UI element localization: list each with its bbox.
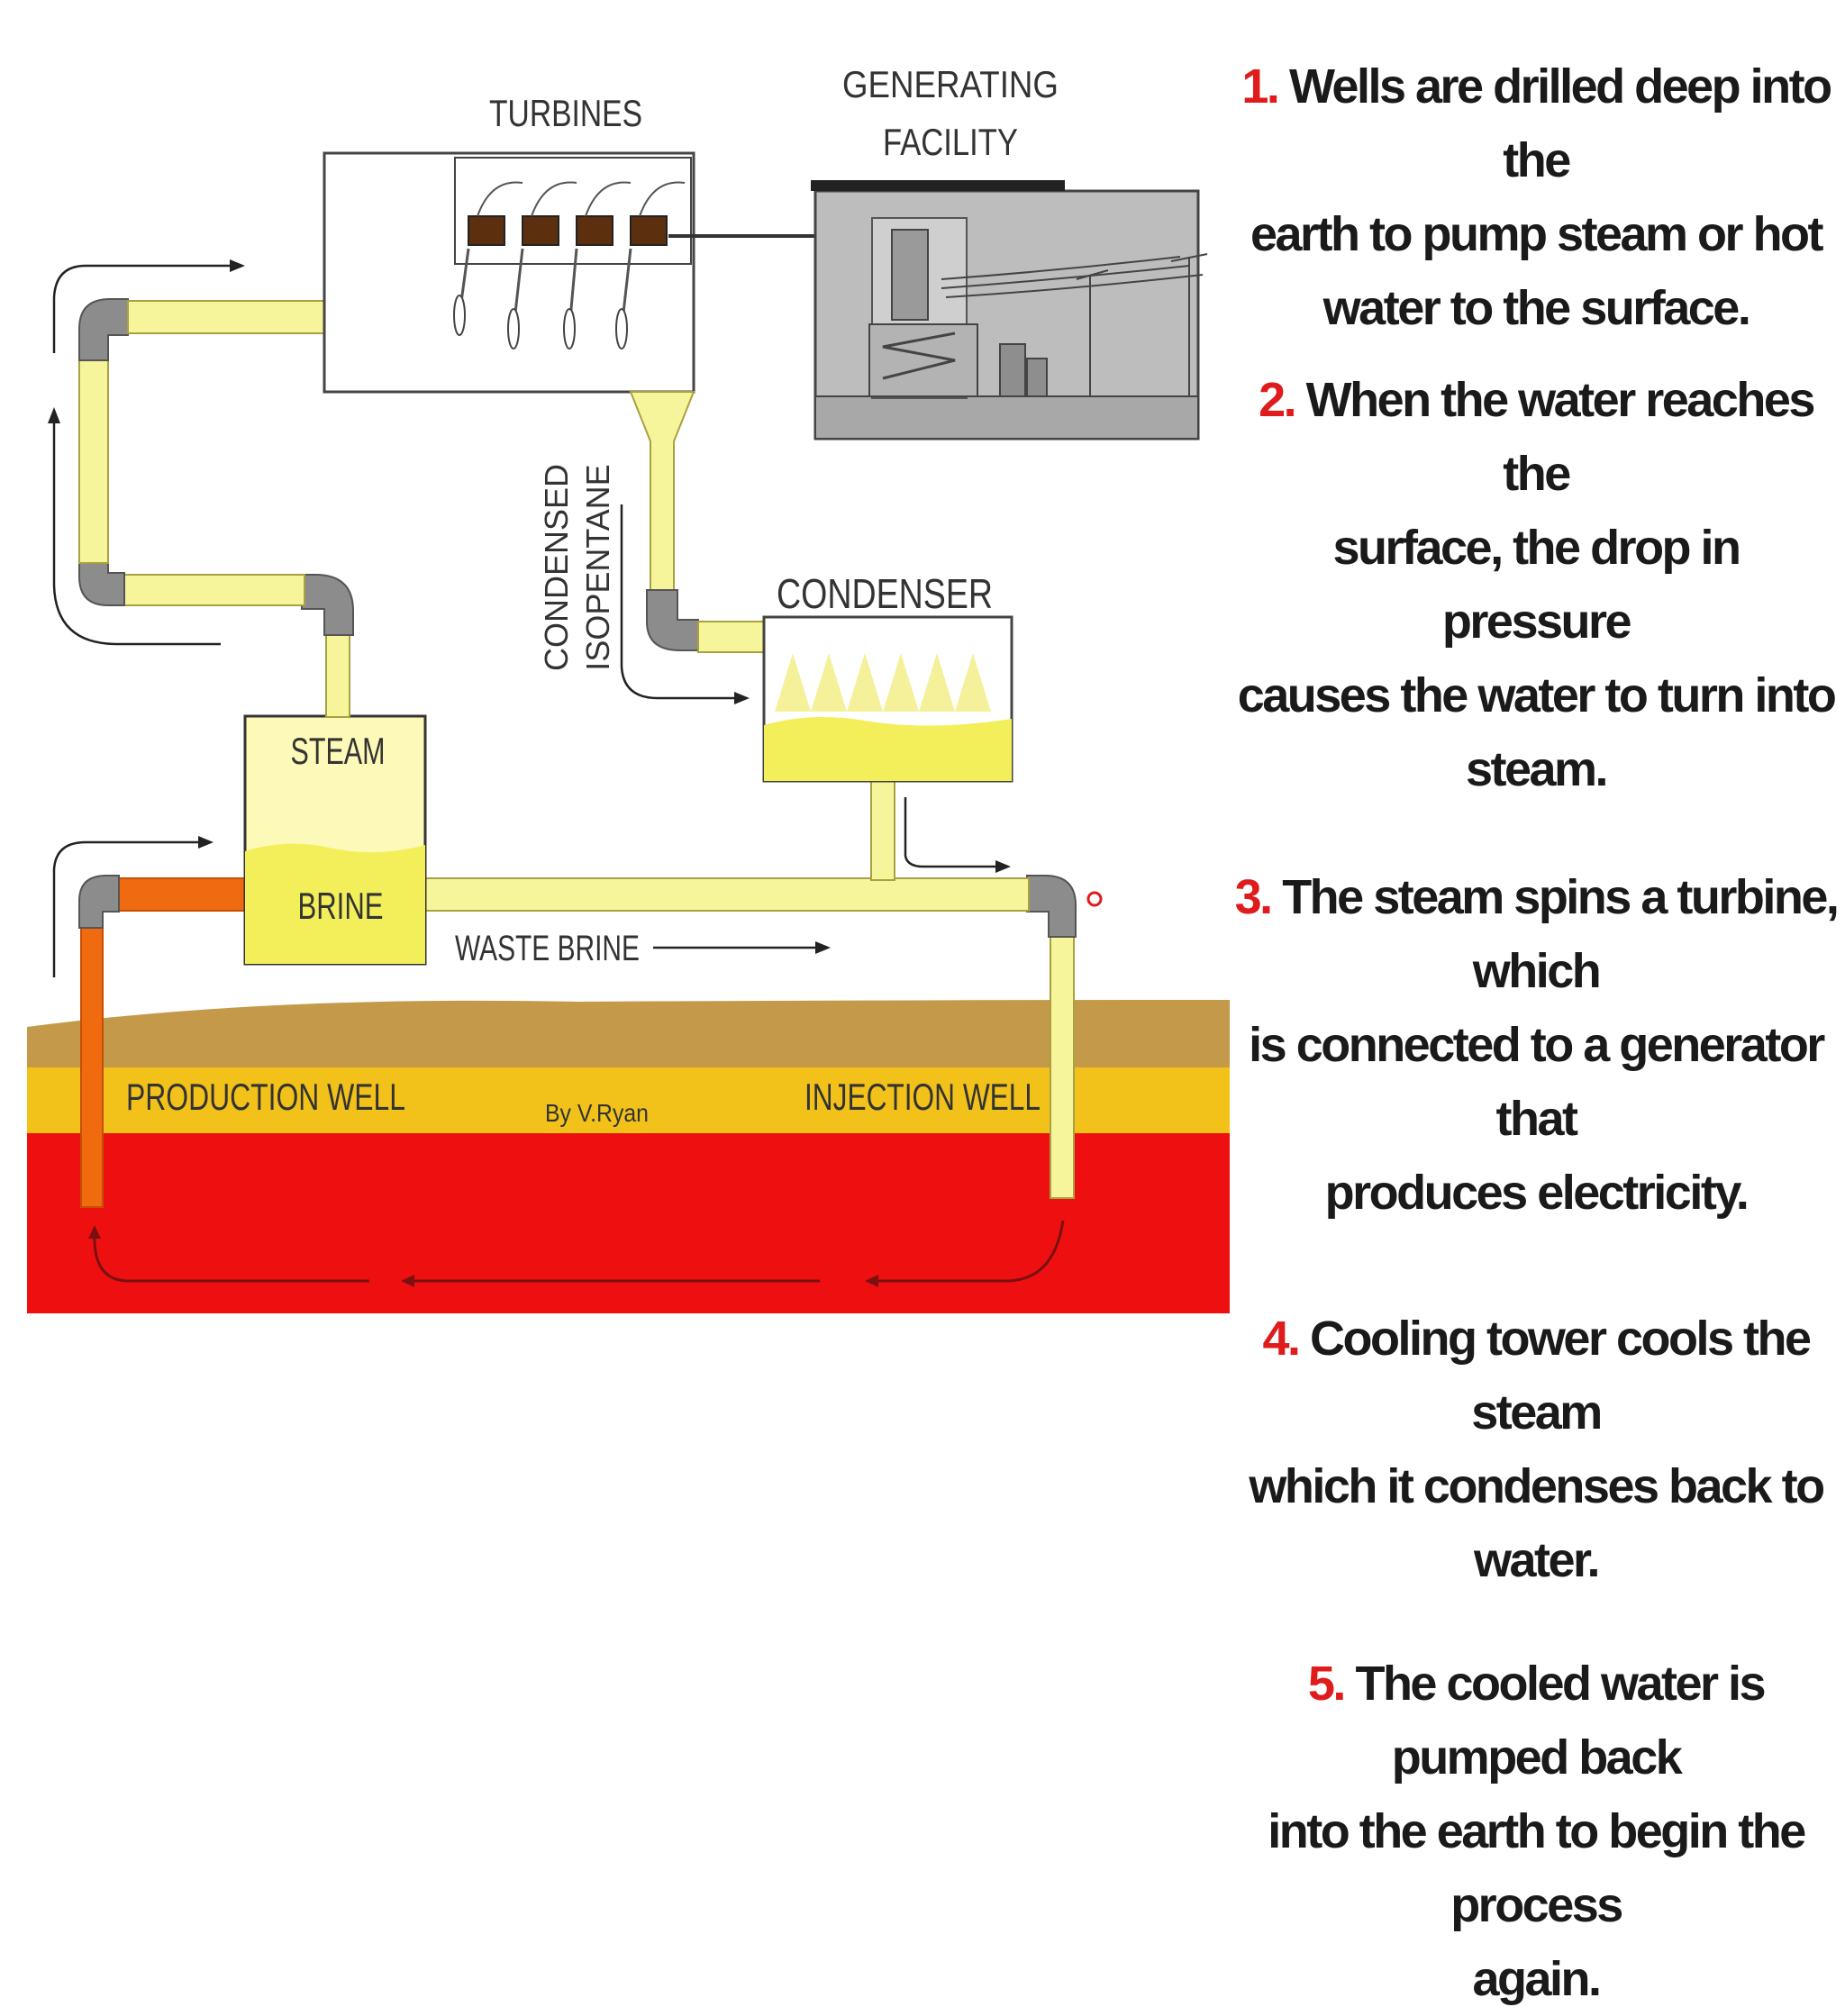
- steps-panel: 1. Wells are drilled deep into the earth …: [1234, 50, 1840, 2016]
- steam-label: STEAM: [291, 730, 386, 772]
- step-number: 4.: [1262, 1312, 1301, 1366]
- power-lines: [941, 253, 1208, 396]
- step-number: 3.: [1234, 870, 1274, 924]
- step-3-line: produces electricity.: [1234, 1156, 1838, 1230]
- condenser-sprays: [775, 653, 991, 712]
- step-number: 5.: [1307, 1657, 1347, 1711]
- step-text: is connected to a generator that: [1249, 1018, 1825, 1146]
- production-well-pipe: [80, 909, 104, 1208]
- injection-elbow: [1026, 875, 1077, 938]
- condenser-funnel: [629, 391, 695, 595]
- magma-layer: [27, 1133, 1230, 1313]
- step-1-line: 1. Wells are drilled deep into the: [1234, 50, 1838, 197]
- step-number: 2.: [1259, 373, 1297, 427]
- step-5-line: 5. The cooled water is pumped back: [1234, 1647, 1838, 1794]
- turbine-fans: [453, 295, 628, 350]
- geothermal-diagram: TURBINES GENERATING FACILITY CONDENSED I…: [27, 63, 1230, 1313]
- step-4-line: 4. Cooling tower cools the steam: [1234, 1302, 1838, 1449]
- step-number: 1.: [1241, 59, 1280, 114]
- isopentane-label: ISOPENTANE: [579, 464, 616, 670]
- step-1-line: water to the surface.: [1234, 271, 1838, 345]
- step-1-line: earth to pump steam or hot: [1234, 197, 1838, 271]
- step-text: earth to pump steam or hot: [1250, 207, 1824, 261]
- brine-label: BRINE: [298, 885, 384, 927]
- step-text: again.: [1472, 1952, 1602, 2006]
- generating-facility-label-1: GENERATING: [842, 63, 1059, 105]
- production-well-label: PRODUCTION WELL: [126, 1076, 405, 1118]
- step-text: The cooled water is pumped back: [1355, 1657, 1766, 1784]
- step-5-line: into the earth to begin the process: [1234, 1794, 1838, 1942]
- step-3-line: 3. The steam spins a turbine, which: [1234, 860, 1840, 1008]
- flow-arrows-left: [52, 264, 230, 977]
- waste-brine-pipe: [424, 877, 1030, 912]
- waste-brine-label: WASTE BRINE: [455, 929, 640, 968]
- step-text: which it condenses back to water.: [1249, 1459, 1825, 1587]
- condenser-label: CONDENSER: [777, 570, 993, 617]
- step-text: into the earth to begin the process: [1268, 1804, 1806, 1932]
- step-4-line: which it condenses back to water.: [1234, 1449, 1838, 1597]
- step-text: The steam spins a turbine, which: [1282, 870, 1840, 998]
- yellow-rock-layer: [27, 1067, 1230, 1135]
- step-5-line: again.: [1234, 1942, 1838, 2016]
- step-text: surface, the drop in pressure: [1332, 521, 1741, 649]
- step-text: causes the water to turn into steam.: [1237, 668, 1837, 796]
- production-elbow: [78, 875, 120, 929]
- underground-flow-arrows: [93, 1220, 1065, 1283]
- step-2-line: surface, the drop in pressure: [1234, 511, 1838, 658]
- credit-label: By V.Ryan: [545, 1099, 649, 1127]
- step-text: When the water reaches the: [1305, 373, 1816, 501]
- step-text: produces electricity.: [1324, 1166, 1750, 1220]
- injection-well-pipe: [1050, 927, 1075, 1199]
- step-2-line: causes the water to turn into steam.: [1234, 658, 1838, 806]
- step-text: Wells are drilled deep into the: [1288, 59, 1832, 187]
- earth-surface-layer: [27, 1000, 1230, 1072]
- step-3-line: is connected to a generator that: [1234, 1008, 1838, 1156]
- step-text: water to the surface.: [1322, 281, 1751, 335]
- step-2-line: 2. When the water reaches the: [1234, 363, 1838, 511]
- injection-well-label: INJECTION WELL: [804, 1076, 1041, 1118]
- step-1: 1. Wells are drilled deep into the earth …: [1234, 50, 1838, 345]
- turbines-label: TURBINES: [489, 92, 642, 134]
- condensed-label: CONDENSED: [538, 464, 575, 671]
- generating-facility-label-2: FACILITY: [883, 121, 1018, 163]
- step-text: Cooling tower cools the steam: [1310, 1312, 1812, 1439]
- turbine-units: [468, 181, 686, 246]
- steam-riser-pipe: [78, 359, 109, 564]
